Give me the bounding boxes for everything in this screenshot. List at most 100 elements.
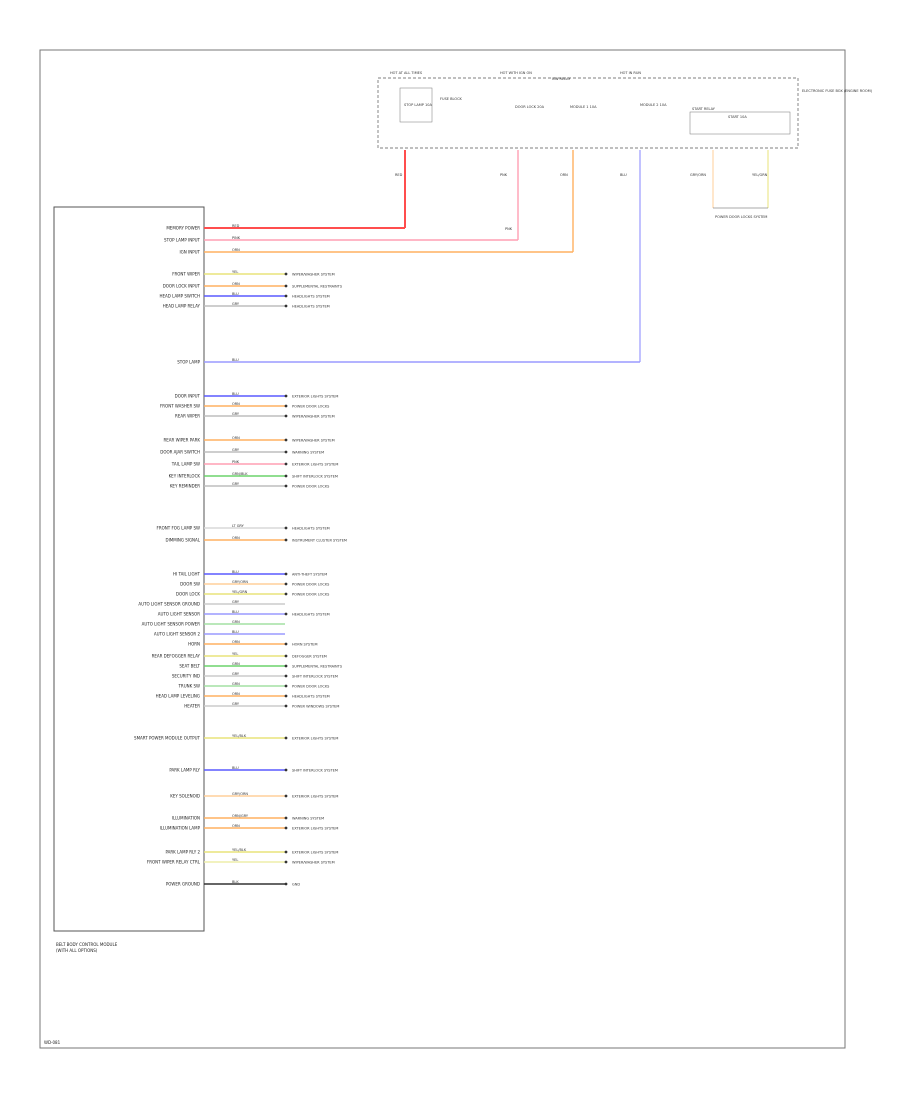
top-wire-label-1: RED <box>395 173 403 177</box>
pin-destination: DEFOGGER SYSTEM <box>292 655 327 659</box>
pin-wire-code: GRN <box>232 620 240 624</box>
pin-label: AUTO LIGHT SENSOR 2 <box>154 632 201 637</box>
pin-wire-code: YEL <box>232 858 238 862</box>
pin-destination: WIPER/WASHER SYSTEM <box>292 439 335 443</box>
pin-label: POWER GROUND <box>166 882 200 887</box>
pin-label: REAR DEFOGGER RELAY <box>152 654 201 659</box>
pin-label: KEY SOLENOID <box>170 794 200 799</box>
pin-label: KEY INTERLOCK <box>169 474 201 479</box>
pin-arrow <box>284 404 288 408</box>
pin-wire-code: GRY <box>232 600 240 604</box>
pin-arrow <box>284 736 288 740</box>
pin-wire-code: PINK <box>232 236 241 240</box>
fuse5-label: START 10A <box>728 115 747 119</box>
pin-wire-code: ORN <box>232 282 240 286</box>
pin-label: AUTO LIGHT SENSOR GROUND <box>138 602 200 607</box>
pin-arrow <box>284 414 288 418</box>
pin-label: PARK LAMP RLY 2 <box>166 850 201 855</box>
splice-label: PNK <box>505 227 513 231</box>
pin-destination: HEADLIGHTS SYSTEM <box>292 295 330 299</box>
pin-arrow <box>284 484 288 488</box>
pin-destination: SHIFT INTERLOCK SYSTEM <box>292 769 338 773</box>
pin-label: ILLUMINATION <box>172 816 200 821</box>
pin-destination: SUPPLEMENTAL RESTRAINTS <box>292 285 343 289</box>
pin-wire-code: BLU <box>232 392 239 396</box>
pin-wire-code: ORN <box>232 692 240 696</box>
top-wire-label-3: ORN <box>560 173 568 177</box>
pin-destination: INSTRUMENT CLUSTER SYSTEM <box>292 539 347 543</box>
fuse1-box <box>399 87 433 123</box>
pin-label: SECURITY IND <box>172 674 200 679</box>
pin-label: HORN <box>188 642 200 647</box>
fuse3-label: MODULE 1 10A <box>570 105 597 109</box>
pin-arrow <box>284 674 288 678</box>
pin-arrow <box>284 860 288 864</box>
pin-destination: WIPER/WASHER SYSTEM <box>292 415 335 419</box>
header-left: HOT AT ALL TIMES <box>390 71 423 75</box>
pin-arrow <box>284 272 288 276</box>
pin-label: HEAD LAMP LEVELING <box>156 694 200 699</box>
pin-label: TAIL LAMP SW <box>171 462 200 467</box>
pin-destination: WARNING SYSTEM <box>292 451 324 455</box>
top-wire-label-5: GRY/ORN <box>690 173 706 177</box>
pin-label: AUTO LIGHT SENSOR <box>158 612 201 617</box>
pin-wire-code: BLU <box>232 630 239 634</box>
pin-arrow <box>284 612 288 616</box>
pin-wire-code: BLU <box>232 610 239 614</box>
fuse-block-label: FUSE BLOCK <box>440 97 463 101</box>
pin-arrow <box>284 572 288 576</box>
pin-label: HI TAIL LIGHT <box>173 572 201 577</box>
pin-label: DIMMING SIGNAL <box>166 538 201 543</box>
ign-relay-label: IGN RELAY <box>552 77 571 81</box>
pin-wire-code: ORN <box>232 436 240 440</box>
pin-destination: SHIFT INTERLOCK SYSTEM <box>292 475 338 479</box>
pin-arrow <box>284 538 288 542</box>
pin-arrow <box>284 304 288 308</box>
module-box <box>53 206 205 932</box>
pin-destination: ANTI-THEFT SYSTEM <box>292 573 327 577</box>
pin-wire-code: BLU <box>232 358 239 362</box>
pin-label: PARK LAMP RLY <box>169 768 200 773</box>
pin-arrow <box>284 694 288 698</box>
pin-label: STOP LAMP <box>177 360 200 365</box>
pin-label: SMART POWER MODULE OUTPUT <box>134 736 201 741</box>
pin-label: MEMORY POWER <box>166 226 200 231</box>
pin-destination: POWER DOOR LOCKS <box>292 685 330 689</box>
module-title-2: (WITH ALL OPTIONS) <box>56 948 98 953</box>
pin-wire-code: GRN <box>232 682 240 686</box>
relay-box <box>689 111 791 135</box>
pin-wire-code: GRY <box>232 482 240 486</box>
pin-label: HEAD LAMP SWITCH <box>160 294 201 299</box>
pin-destination: SHIFT INTERLOCK SYSTEM <box>292 675 338 679</box>
pin-destination: EXTERIOR LIGHTS SYSTEM <box>292 827 338 831</box>
pin-label: FRONT WIPER <box>172 272 200 277</box>
pin-wire-code: PNK <box>232 460 240 464</box>
pin-arrow <box>284 664 288 668</box>
top-wire-label-2: PNK <box>500 173 508 177</box>
pin-wire-code: RED <box>232 224 240 228</box>
pin-wire-code: GRY <box>232 302 240 306</box>
pin-label: REAR WIPER <box>175 414 200 419</box>
pin-wire-code: ORN <box>232 536 240 540</box>
pin-arrow <box>284 592 288 596</box>
pin-wire-code: GRY/ORN <box>232 580 248 584</box>
pin-wire-code: LT GRY <box>232 524 245 528</box>
pin-wire-code: ORN/GRY <box>232 814 249 818</box>
pin-arrow <box>284 642 288 646</box>
pin-arrow <box>284 284 288 288</box>
pin-label: ILLUMINATION LAMP <box>160 826 201 831</box>
pin-destination: WIPER/WASHER SYSTEM <box>292 861 335 865</box>
top-module-box <box>377 77 799 149</box>
pin-destination: GND <box>292 883 300 887</box>
pin-wire-code: ORN <box>232 824 240 828</box>
pin-label: STOP LAMP INPUT <box>164 238 201 243</box>
pin-wire-code: YEL/GRN <box>232 590 248 594</box>
pin-arrow <box>284 474 288 478</box>
pin-wire-code: BLU <box>232 292 239 296</box>
pin-arrow <box>284 450 288 454</box>
pin-wire-code: YEL <box>232 270 238 274</box>
fuse4-label: MODULE 2 10A <box>640 103 667 107</box>
pin-wire-code: GRY/ORN <box>232 792 248 796</box>
pin-arrow <box>284 850 288 854</box>
